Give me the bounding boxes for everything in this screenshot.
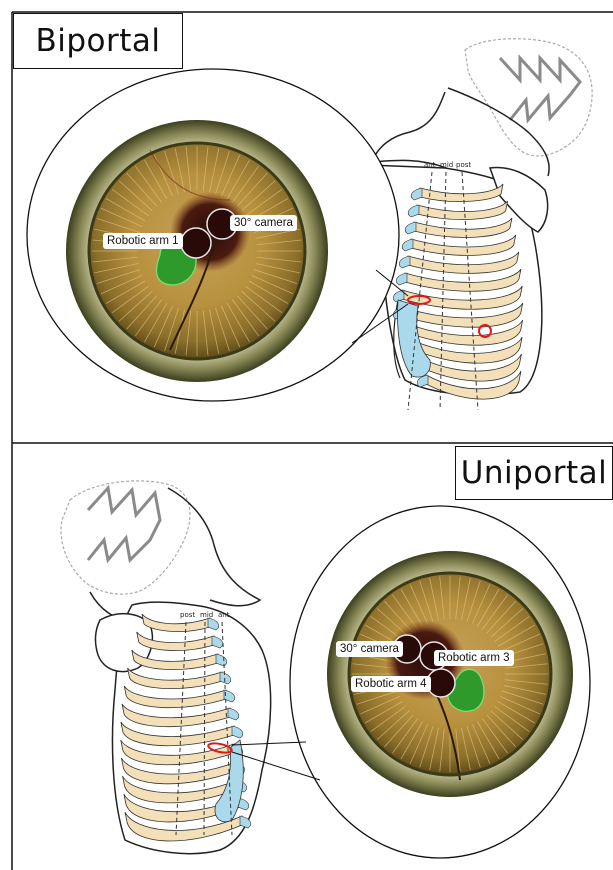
axis-label-ant-biportal: ant — [424, 161, 435, 169]
port-arm1 — [181, 228, 211, 258]
label-camera-uniportal: 30° camera — [336, 641, 403, 657]
biportal-title: Biportal — [13, 13, 183, 69]
label-robotic-arm-1: Robotic arm 1 — [103, 233, 183, 249]
axis-label-post-uniportal: post — [180, 611, 195, 619]
axis-label-mid-uniportal: mid — [200, 611, 213, 619]
biportal-scope-view — [66, 120, 328, 382]
axis-label-post-biportal: post — [456, 161, 471, 169]
axis-label-mid-biportal: mid — [440, 161, 453, 169]
label-robotic-arm-3: Robotic arm 3 — [434, 650, 514, 666]
label-robotic-arm-4: Robotic arm 4 — [351, 676, 431, 692]
uniportal-head — [61, 481, 260, 620]
axis-label-ant-uniportal: ant — [218, 611, 229, 619]
label-camera-biportal: 30° camera — [230, 215, 297, 231]
uniportal-title: Uniportal — [455, 446, 613, 500]
uniportal-scope-view — [327, 551, 573, 797]
port-arm4 — [427, 669, 455, 697]
